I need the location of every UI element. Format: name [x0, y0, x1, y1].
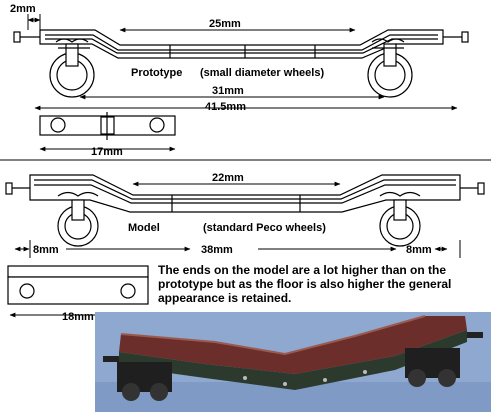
comparison-note: The ends on the model are a lot higher t…: [158, 263, 452, 305]
model-left-end-dimension: 8mm: [33, 244, 59, 256]
model-right-end-dimension: 8mm: [406, 244, 432, 256]
model-wagon-drawing: [5, 174, 485, 247]
proto-bed-dimension: 25mm: [209, 18, 241, 30]
proto-end-dimension: 2mm: [10, 3, 36, 15]
proto-floor-dimension: 17mm: [91, 146, 123, 158]
proto-wheelbase-dimension: 31mm: [212, 85, 244, 97]
model-wheels-label: (standard Peco wheels): [203, 222, 326, 234]
model-floor-plan: [7, 265, 149, 305]
prototype-wheels-label: (small diameter wheels): [200, 67, 324, 79]
prototype-floor-plan: [39, 112, 176, 140]
prototype-label: Prototype: [131, 67, 182, 79]
model-floor-dimension: 18mm: [62, 311, 94, 323]
model-middle-dimension: 38mm: [201, 244, 233, 256]
model-label: Model: [128, 222, 160, 234]
prototype-wagon-drawing: [13, 29, 469, 98]
prototype-dimension-lines: [27, 14, 458, 152]
model-bed-dimension: 22mm: [212, 172, 244, 184]
proto-overall-dimension: 41.5mm: [205, 101, 246, 113]
model-wagon-photo: [95, 312, 491, 412]
